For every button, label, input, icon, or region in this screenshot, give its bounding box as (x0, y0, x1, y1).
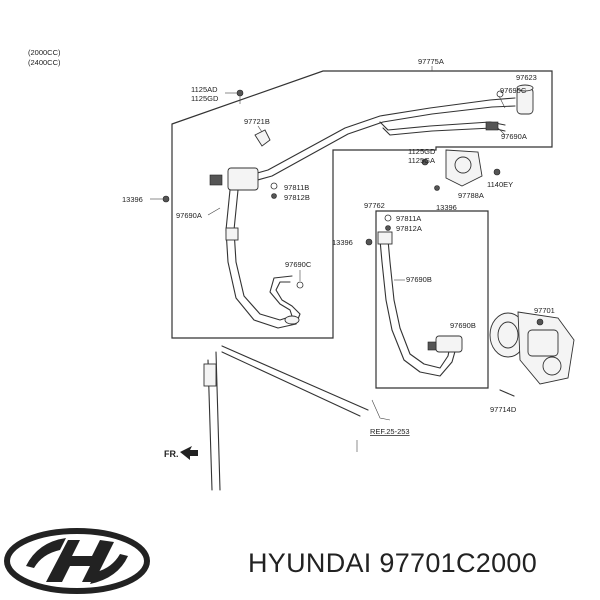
fitting-97690A-right (485, 121, 499, 131)
fitting-97690B-lower (427, 341, 437, 351)
label-97690C-top: 97690C (500, 86, 527, 95)
upper-assembly-frame (171, 70, 553, 339)
label-1125GA: 1125GA (408, 156, 435, 165)
pressure-switch-body (454, 156, 472, 174)
leader-97721B (257, 125, 263, 133)
compressor-hose-outline (387, 239, 451, 369)
label-97690C-mid: 97690C (285, 260, 312, 269)
label-97690A-right: 97690A (501, 132, 527, 141)
label-97721B: 97721B (244, 117, 270, 126)
fitting-97690A-left (209, 174, 223, 186)
leader-97690C-top (498, 95, 506, 109)
leader-97690A-right (497, 127, 506, 136)
ac-compressor-97701 (489, 311, 575, 385)
block-fitting-upper (227, 167, 259, 191)
label-13396-left: 13396 (122, 195, 143, 204)
receiver-drier-cap (516, 84, 534, 92)
label-97811A: 97811A (396, 214, 421, 223)
part-caption: HYUNDAI 97701C2000 (248, 548, 538, 578)
label-97812A: 97812A (396, 224, 422, 233)
bolt-97714D (499, 389, 515, 397)
label-97811B: 97811B (284, 183, 309, 192)
lower-assembly-frame (375, 210, 489, 389)
condenser-fitting (203, 363, 217, 387)
label-97788A: 97788A (458, 191, 484, 200)
bolt-13396-left (162, 195, 170, 203)
suction-pipe-upper-outline (235, 105, 516, 187)
front-label: FR. (164, 449, 179, 459)
label-1125GD-b: 1125GD (408, 147, 436, 156)
label-1125AD: 1125AD (191, 85, 218, 94)
label-97775A: 97775A (418, 57, 444, 66)
bolt-1140EY (493, 168, 501, 176)
compressor-hose (379, 239, 457, 377)
hose-end-left (284, 315, 300, 325)
bolt-1125GD-b (421, 158, 429, 166)
hose-clamp-left (225, 227, 239, 241)
bolt-13396-lower (365, 238, 373, 246)
ref-label: REF.25-253 (370, 427, 410, 436)
leader-97690A-left (207, 207, 221, 216)
o-ring-97812B (271, 193, 277, 199)
label-97690A-left: 97690A (176, 211, 202, 220)
front-arrow-icon (180, 446, 198, 460)
hose-block-97762 (377, 231, 393, 245)
label-97714D: 97714D (490, 405, 517, 414)
condenser-outline (203, 345, 391, 491)
service-valve-97721B (254, 129, 271, 147)
o-ring-97690C-top (496, 90, 504, 98)
label-13396-mid: 13396 (436, 203, 457, 212)
label-97690B-upper: 97690B (406, 275, 432, 284)
label-97762: 97762 (364, 201, 385, 210)
label-13396-lower: 13396 (332, 238, 353, 247)
hyundai-logo-icon (4, 528, 150, 594)
engine-note-2000cc: (2000CC) (28, 48, 61, 57)
label-97701: 97701 (534, 306, 555, 315)
discharge-hose-left (225, 189, 301, 329)
label-97623: 97623 (516, 73, 537, 82)
suction-pipe-upper (231, 97, 516, 181)
o-ring-97812A (385, 225, 391, 231)
engine-note-2400cc: (2400CC) (28, 58, 61, 67)
label-1125GD: 1125GD (191, 94, 219, 103)
label-1140EY: 1140EY (487, 180, 513, 189)
bolt-13396-mid (434, 185, 440, 191)
o-ring-97690C-mid (296, 281, 304, 289)
o-ring-97811B (270, 182, 278, 190)
label-97690B-lower: 97690B (450, 321, 476, 330)
label-97812B: 97812B (284, 193, 310, 202)
compressor-fitting (435, 335, 463, 353)
o-ring-97811A (384, 214, 392, 222)
bolt-1125AD (236, 89, 244, 97)
